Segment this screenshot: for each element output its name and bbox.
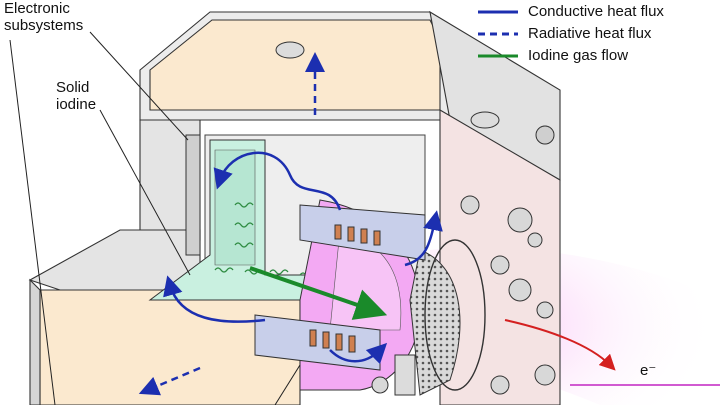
electron-arrow bbox=[504, 319, 616, 371]
label-solid-line1: Solid bbox=[56, 79, 90, 96]
iodine-gas-arrow bbox=[249, 266, 388, 320]
bolt-top-left bbox=[275, 41, 305, 59]
extraction-grid bbox=[409, 249, 461, 396]
label-electronic-subsystems: Electronic subsystems bbox=[4, 0, 83, 34]
electronics-board bbox=[185, 134, 201, 256]
legend-conductive-label: Conductive heat flux bbox=[528, 3, 664, 20]
label-electronic-line1: Electronic bbox=[4, 0, 70, 17]
leader-lines bbox=[9, 31, 301, 406]
legend-gas-label: Iodine gas flow bbox=[528, 47, 629, 64]
label-solid-line2: iodine bbox=[56, 96, 97, 113]
label-electron: e⁻ bbox=[640, 362, 657, 379]
right-side-fasteners bbox=[371, 195, 556, 395]
lower-rf-block bbox=[254, 314, 381, 371]
iodine-tank-side bbox=[214, 149, 256, 266]
lower-block bbox=[394, 354, 416, 396]
upper-rf-block bbox=[299, 204, 426, 261]
radiative-flux-arrows bbox=[138, 52, 325, 396]
conductive-flux-arrows bbox=[163, 151, 443, 365]
label-solid-iodine: Solid iodine bbox=[56, 79, 96, 113]
exit-ring bbox=[424, 239, 486, 391]
label-electronic-line2: subsystems bbox=[4, 17, 84, 34]
bolt-corner bbox=[535, 125, 555, 145]
bolt-top-right bbox=[470, 111, 500, 129]
outer-housing bbox=[28, 10, 561, 406]
legend-radiative-label: Radiative heat flux bbox=[528, 25, 652, 42]
